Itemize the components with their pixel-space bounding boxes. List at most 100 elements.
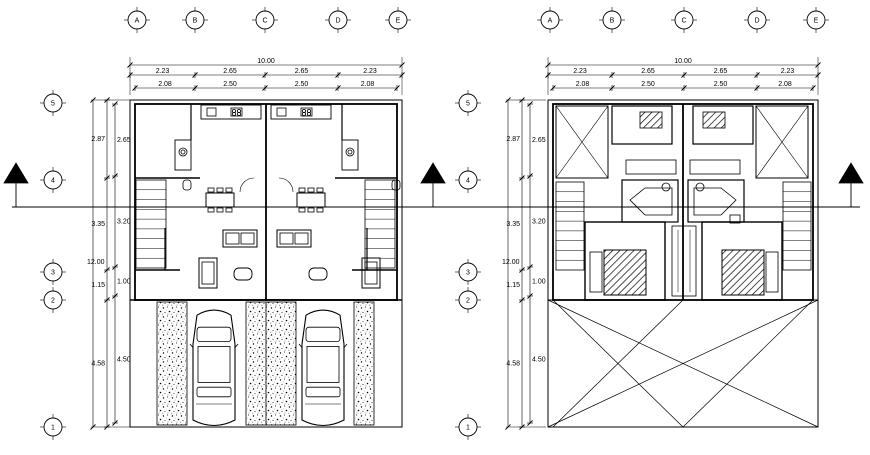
chair — [307, 207, 315, 213]
void-opening — [555, 105, 609, 179]
car-rear-window — [196, 386, 232, 398]
dimension-slash — [527, 101, 533, 107]
dimension-slash — [112, 420, 118, 426]
car-rear-window — [305, 386, 341, 398]
dimension-slash — [815, 72, 821, 78]
grid-column-bubble-label: C — [262, 18, 267, 25]
dimension-slash — [527, 420, 533, 426]
armchair-seat — [201, 261, 215, 285]
dimension-slash — [754, 85, 760, 91]
void-cross — [755, 105, 809, 179]
dimension-slash — [681, 85, 687, 91]
chair — [216, 207, 224, 213]
armchair — [198, 257, 218, 289]
section-marker-right — [838, 162, 864, 184]
dimension-value: 2.65 — [223, 68, 237, 75]
wardrobe — [589, 251, 603, 293]
chair — [316, 187, 324, 193]
kitchen-counter — [200, 104, 262, 120]
dimension-value: 2.50 — [295, 81, 309, 88]
void-opening — [755, 105, 809, 179]
dimension-slash — [335, 72, 341, 78]
toilet — [661, 182, 671, 192]
open-area-cross — [547, 299, 819, 428]
door-swing — [278, 177, 294, 193]
dimension-slash — [519, 267, 525, 273]
gravel-strip — [353, 301, 375, 426]
dimension-value: 2.65 — [532, 137, 546, 144]
bed — [603, 249, 647, 296]
dimension-slash — [192, 85, 198, 91]
dimension-value: 3.20 — [117, 219, 131, 226]
stove — [300, 107, 313, 117]
chair — [207, 187, 215, 193]
dimension-value: 4.50 — [532, 357, 546, 364]
grid-column-bubble-label: A — [548, 18, 553, 25]
car-roof — [197, 345, 231, 383]
washer — [178, 147, 188, 157]
section-marker-center — [420, 162, 446, 184]
chair — [207, 207, 215, 213]
coffee-table — [233, 267, 253, 281]
overall-width-label: 10.00 — [257, 58, 275, 65]
dimension-value: 2.23 — [781, 68, 795, 75]
dimension-value: 2.50 — [714, 81, 728, 88]
dimension-value: 3.20 — [532, 219, 546, 226]
sofa-cushion — [240, 232, 255, 245]
car-roof — [306, 345, 340, 383]
toilet — [391, 179, 401, 191]
car-mirror — [298, 343, 303, 348]
dimension-slash — [810, 85, 816, 91]
dining-table — [296, 192, 326, 208]
stair-outline — [782, 181, 812, 271]
unit-ground — [270, 104, 401, 289]
burner — [231, 112, 236, 117]
gravel-strip — [156, 301, 188, 426]
sofa-cushion — [294, 232, 309, 245]
corridor — [671, 225, 697, 297]
sink — [206, 107, 217, 117]
dimension-slash — [262, 72, 268, 78]
bed — [721, 249, 765, 296]
grid-row-bubble-label: 3 — [466, 270, 470, 277]
void-cross — [555, 105, 609, 179]
stair — [555, 181, 585, 271]
gravel-strip — [245, 301, 297, 426]
bath-vanity — [689, 159, 741, 175]
dimension-slash — [519, 175, 525, 181]
closet — [611, 105, 673, 145]
dimension-value: 2.50 — [641, 81, 655, 88]
dimension-slash — [262, 85, 268, 91]
stair-outline — [364, 179, 396, 269]
dimension-slash — [609, 72, 615, 78]
dimension-value: 2.50 — [223, 81, 237, 88]
grid-column-bubble-label: C — [681, 18, 686, 25]
grid-column-bubble-label: A — [135, 18, 140, 25]
dimension-slash — [112, 293, 118, 299]
toilet — [182, 179, 192, 191]
car-mirror — [234, 343, 239, 348]
dimension-value: 4.58 — [506, 361, 520, 368]
dimension-slash — [550, 85, 556, 91]
door-swing — [239, 177, 255, 193]
kitchen-counter — [270, 104, 332, 120]
property-boundary — [129, 99, 403, 428]
dimension-slash — [112, 173, 118, 179]
grid-column-bubble-label: D — [754, 18, 759, 25]
open-area-cross — [682, 299, 814, 428]
car-mirror — [343, 343, 348, 348]
section-marker-left — [3, 162, 29, 184]
grid-column-bubble-label: D — [335, 18, 340, 25]
wardrobe — [765, 251, 779, 293]
dimension-slash — [545, 72, 551, 78]
dimension-value: 4.50 — [117, 357, 131, 364]
stair-outline — [555, 181, 585, 271]
sink — [276, 107, 287, 117]
dimension-value: 2.87 — [506, 136, 520, 143]
chair — [298, 187, 306, 193]
burner — [306, 112, 311, 117]
car-mirror — [189, 343, 194, 348]
car — [189, 309, 239, 427]
dimension-value: 2.65 — [117, 137, 131, 144]
